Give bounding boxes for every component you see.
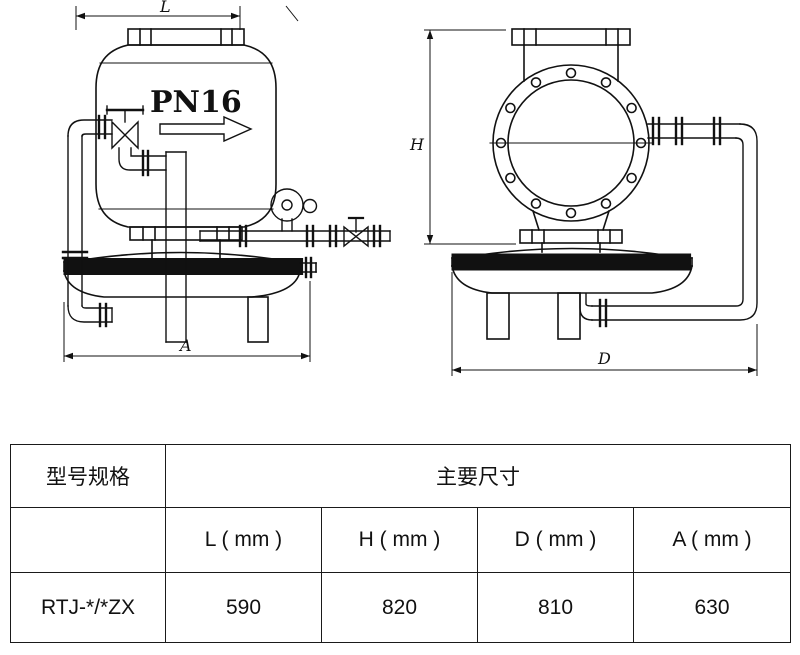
dim-label-a: A bbox=[178, 336, 192, 355]
right-view-vessel bbox=[451, 28, 695, 340]
value-a-cell: 630 bbox=[633, 572, 791, 643]
flow-arrow-icon bbox=[159, 115, 253, 143]
table-row: RTJ-*/*ZX 590 820 810 630 bbox=[10, 572, 791, 643]
col-header-h: H ( mm ) bbox=[321, 507, 478, 573]
value-d-cell: 810 bbox=[477, 572, 634, 643]
right-view-piping bbox=[579, 116, 758, 328]
main-dimensions-header: 主要尺寸 bbox=[165, 444, 791, 508]
left-view-piping bbox=[61, 105, 391, 343]
model-spec-header: 型号规格 bbox=[10, 444, 166, 508]
dim-label-l: L bbox=[159, 0, 171, 16]
col-header-a: A ( mm ) bbox=[633, 507, 791, 573]
model-cell: RTJ-*/*ZX bbox=[10, 572, 166, 643]
col-header-d: D ( mm ) bbox=[477, 507, 634, 573]
dim-label-h: H bbox=[409, 135, 425, 154]
value-h-cell: 820 bbox=[321, 572, 478, 643]
model-spec-spacer-cell bbox=[10, 507, 166, 573]
left-view-vessel bbox=[63, 28, 317, 343]
pn16-group: PN16 bbox=[150, 85, 253, 143]
dim-label-d: D bbox=[597, 349, 611, 368]
value-l-cell: 590 bbox=[165, 572, 322, 643]
pn16-label: PN16 bbox=[150, 85, 242, 120]
dimension-lines bbox=[63, 5, 758, 376]
table-header-row: 型号规格 主要尺寸 bbox=[10, 444, 791, 508]
col-header-l: L ( mm ) bbox=[165, 507, 322, 573]
table-subheader-row: L ( mm ) H ( mm ) D ( mm ) A ( mm ) bbox=[10, 507, 791, 573]
technical-drawing: PN16 bbox=[61, 0, 758, 376]
spec-table: 型号规格 主要尺寸 L ( mm ) H ( mm ) D ( mm ) A (… bbox=[10, 444, 791, 643]
